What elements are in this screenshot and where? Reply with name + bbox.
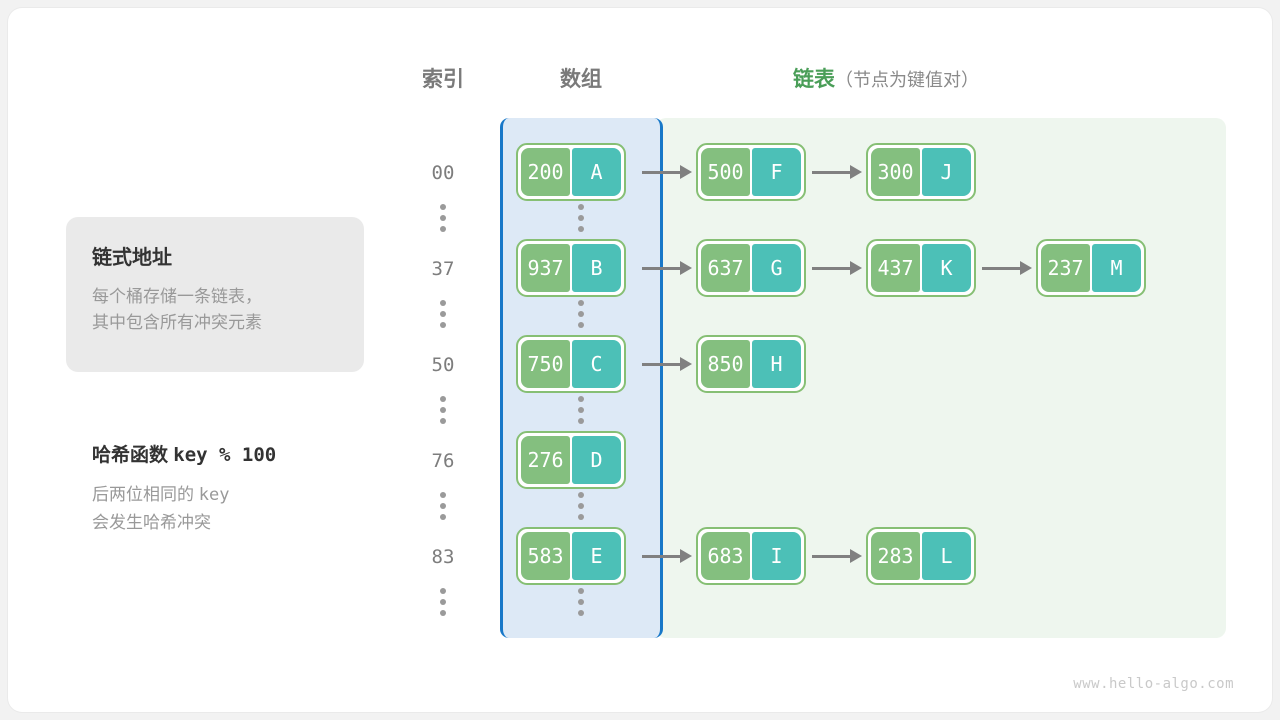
column-header-array: 数组 [560,68,602,91]
node-value: I [752,532,801,580]
node-key: 276 [521,436,570,484]
node-key: 637 [701,244,750,292]
node-value: F [752,148,801,196]
node-key: 300 [871,148,920,196]
hash-function-expression: key % 100 [173,444,277,466]
node-value: E [572,532,621,580]
hash-note-line-1-code: key [198,485,230,505]
column-header-index: 索引 [422,68,464,91]
node-key: 437 [871,244,920,292]
node-key: 500 [701,148,750,196]
hash-note-line-1: 后两位相同的 key [92,481,392,509]
column-header-linkedlist: 链表（节点为键值对） [793,63,979,93]
index-ellipsis-icon [440,588,446,616]
node-value: G [752,244,801,292]
column-header-linkedlist-sub: （节点为键值对） [835,70,979,90]
array-ellipsis-icon [578,588,584,616]
node-value: K [922,244,971,292]
next-pointer-arrow-icon [636,525,696,587]
hash-note-line-1-text: 后两位相同的 [92,485,194,504]
node-value: D [572,436,621,484]
next-pointer-arrow-icon [806,525,866,587]
array-ellipsis-icon [578,396,584,424]
bucket-index-label: 00 [431,162,455,184]
node-key: 200 [521,148,570,196]
hash-function-title: 哈希函数 key % 100 [92,440,392,467]
index-ellipsis-icon [440,300,446,328]
watermark: www.hello-algo.com [1073,676,1234,692]
next-pointer-arrow-icon [806,237,866,299]
bucket-index-label: 50 [431,354,455,376]
column-header-linkedlist-main: 链表 [793,68,835,91]
next-pointer-arrow-icon [636,237,696,299]
next-pointer-arrow-icon [636,141,696,203]
next-pointer-arrow-icon [976,237,1036,299]
node-value: H [752,340,801,388]
hash-function-body: 后两位相同的 key 会发生哈希冲突 [92,481,392,536]
index-ellipsis-icon [440,396,446,424]
next-pointer-arrow-icon [806,141,866,203]
index-ellipsis-icon [440,204,446,232]
node-value: C [572,340,621,388]
index-ellipsis-icon [440,492,446,520]
array-ellipsis-icon [578,300,584,328]
node-value: M [1092,244,1141,292]
node-key: 583 [521,532,570,580]
node-value: L [922,532,971,580]
next-pointer-arrow-icon [636,333,696,395]
node-key: 683 [701,532,750,580]
hash-function-note: 哈希函数 key % 100 后两位相同的 key 会发生哈希冲突 [92,440,392,536]
hash-function-label: 哈希函数 [92,445,169,466]
info-card-body: 每个桶存储一条链表， 其中包含所有冲突元素 [92,284,338,337]
array-ellipsis-icon [578,492,584,520]
array-ellipsis-icon [578,204,584,232]
bucket-index-label: 76 [431,450,455,472]
node-key: 283 [871,532,920,580]
node-key: 850 [701,340,750,388]
info-card-line-2: 其中包含所有冲突元素 [92,313,262,333]
info-card-line-1: 每个桶存储一条链表， [92,287,262,306]
node-value: A [572,148,621,196]
node-key: 937 [521,244,570,292]
info-card-chaining: 链式地址 每个桶存储一条链表， 其中包含所有冲突元素 [66,217,364,372]
node-key: 237 [1041,244,1090,292]
hash-note-line-2: 会发生哈希冲突 [92,513,211,533]
node-key: 750 [521,340,570,388]
node-value: B [572,244,621,292]
bucket-index-label: 83 [431,546,455,568]
info-card-title: 链式地址 [92,247,172,269]
node-value: J [922,148,971,196]
bucket-index-label: 37 [431,258,455,280]
